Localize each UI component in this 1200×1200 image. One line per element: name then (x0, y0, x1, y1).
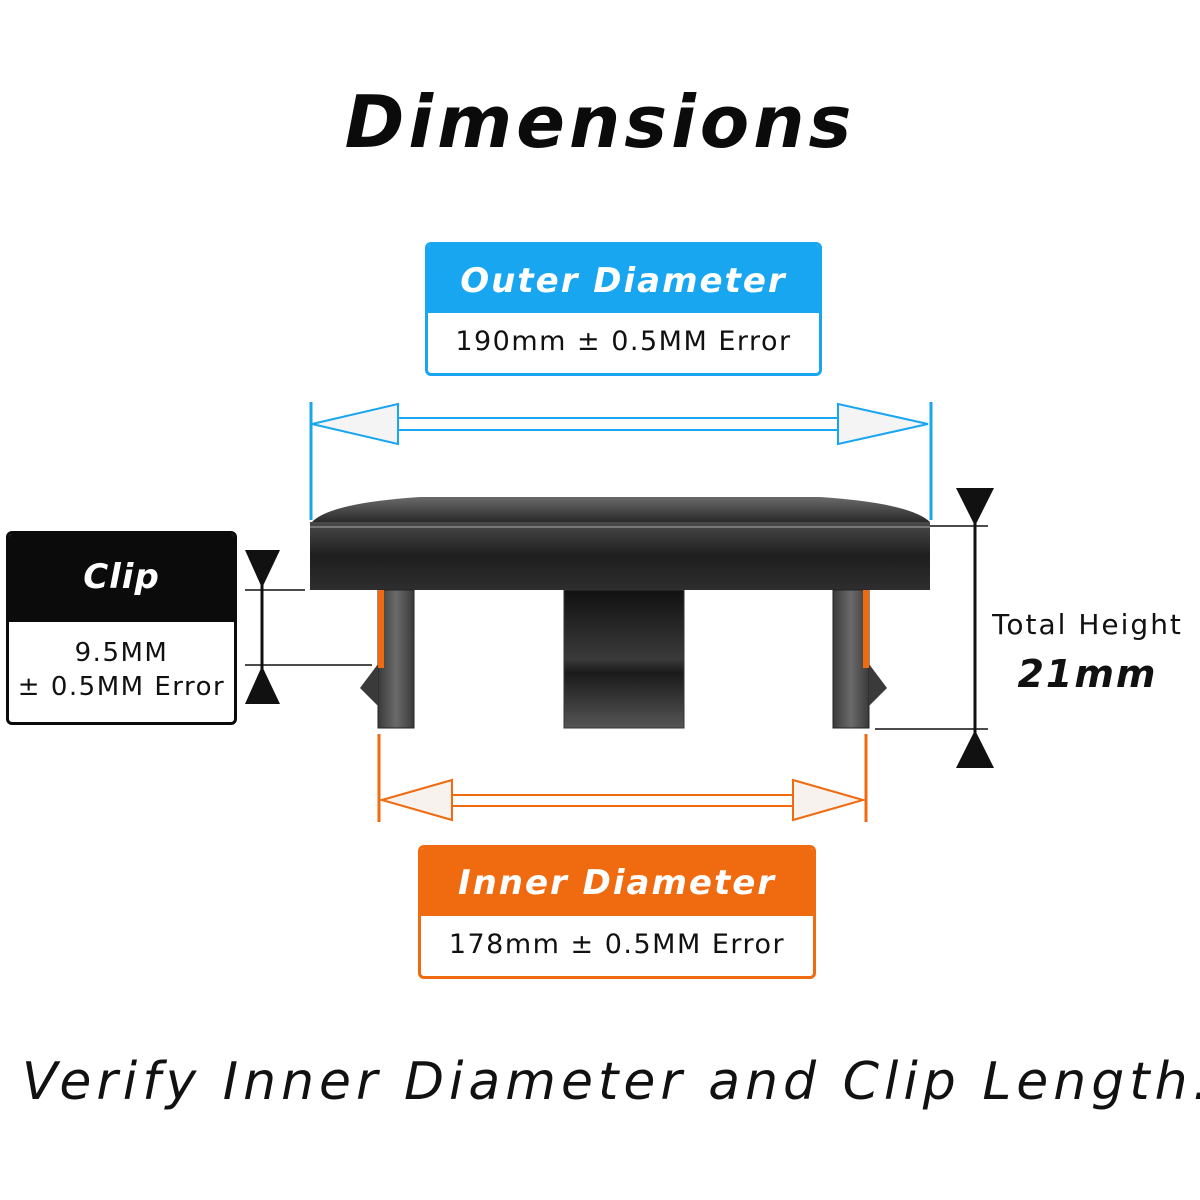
cap-body (310, 522, 930, 590)
clip-length-title: Clip Length (9, 534, 234, 683)
left-clip (360, 589, 415, 729)
page-title: Dimensions (344, 80, 856, 164)
center-clip (563, 589, 685, 729)
clip-length-arrow (245, 550, 372, 704)
clip-length-value-line1: 9.5MM (74, 638, 169, 668)
total-height-value: 21mm (1017, 652, 1158, 696)
outer-diameter-title: Outer Diameter (428, 245, 819, 313)
inner-diameter-value: 178mm ± 0.5MM Error (448, 929, 786, 960)
total-height-arrow (875, 488, 994, 768)
outer-diameter-value: 190mm ± 0.5MM Error (455, 326, 792, 357)
inner-diameter-label: Inner Diameter 178mm ± 0.5MM Error (418, 845, 816, 979)
outer-diameter-arrow (309, 402, 933, 520)
cap-dome (312, 497, 930, 522)
inner-diameter-arrow (377, 734, 868, 822)
outer-diameter-label: Outer Diameter 190mm ± 0.5MM Error (425, 242, 822, 376)
inner-diameter-title: Inner Diameter (421, 848, 813, 916)
clip-length-value-line2: ± 0.5MM Error (17, 672, 226, 702)
total-height-title: Total Height (992, 608, 1183, 641)
right-clip (832, 589, 887, 729)
clip-length-label: Clip Length 9.5MM ± 0.5MM Error (6, 531, 237, 725)
clip-length-value: 9.5MM ± 0.5MM Error (9, 622, 234, 704)
footer-note: Verify Inner Diameter and Clip Length. (21, 1052, 1200, 1112)
